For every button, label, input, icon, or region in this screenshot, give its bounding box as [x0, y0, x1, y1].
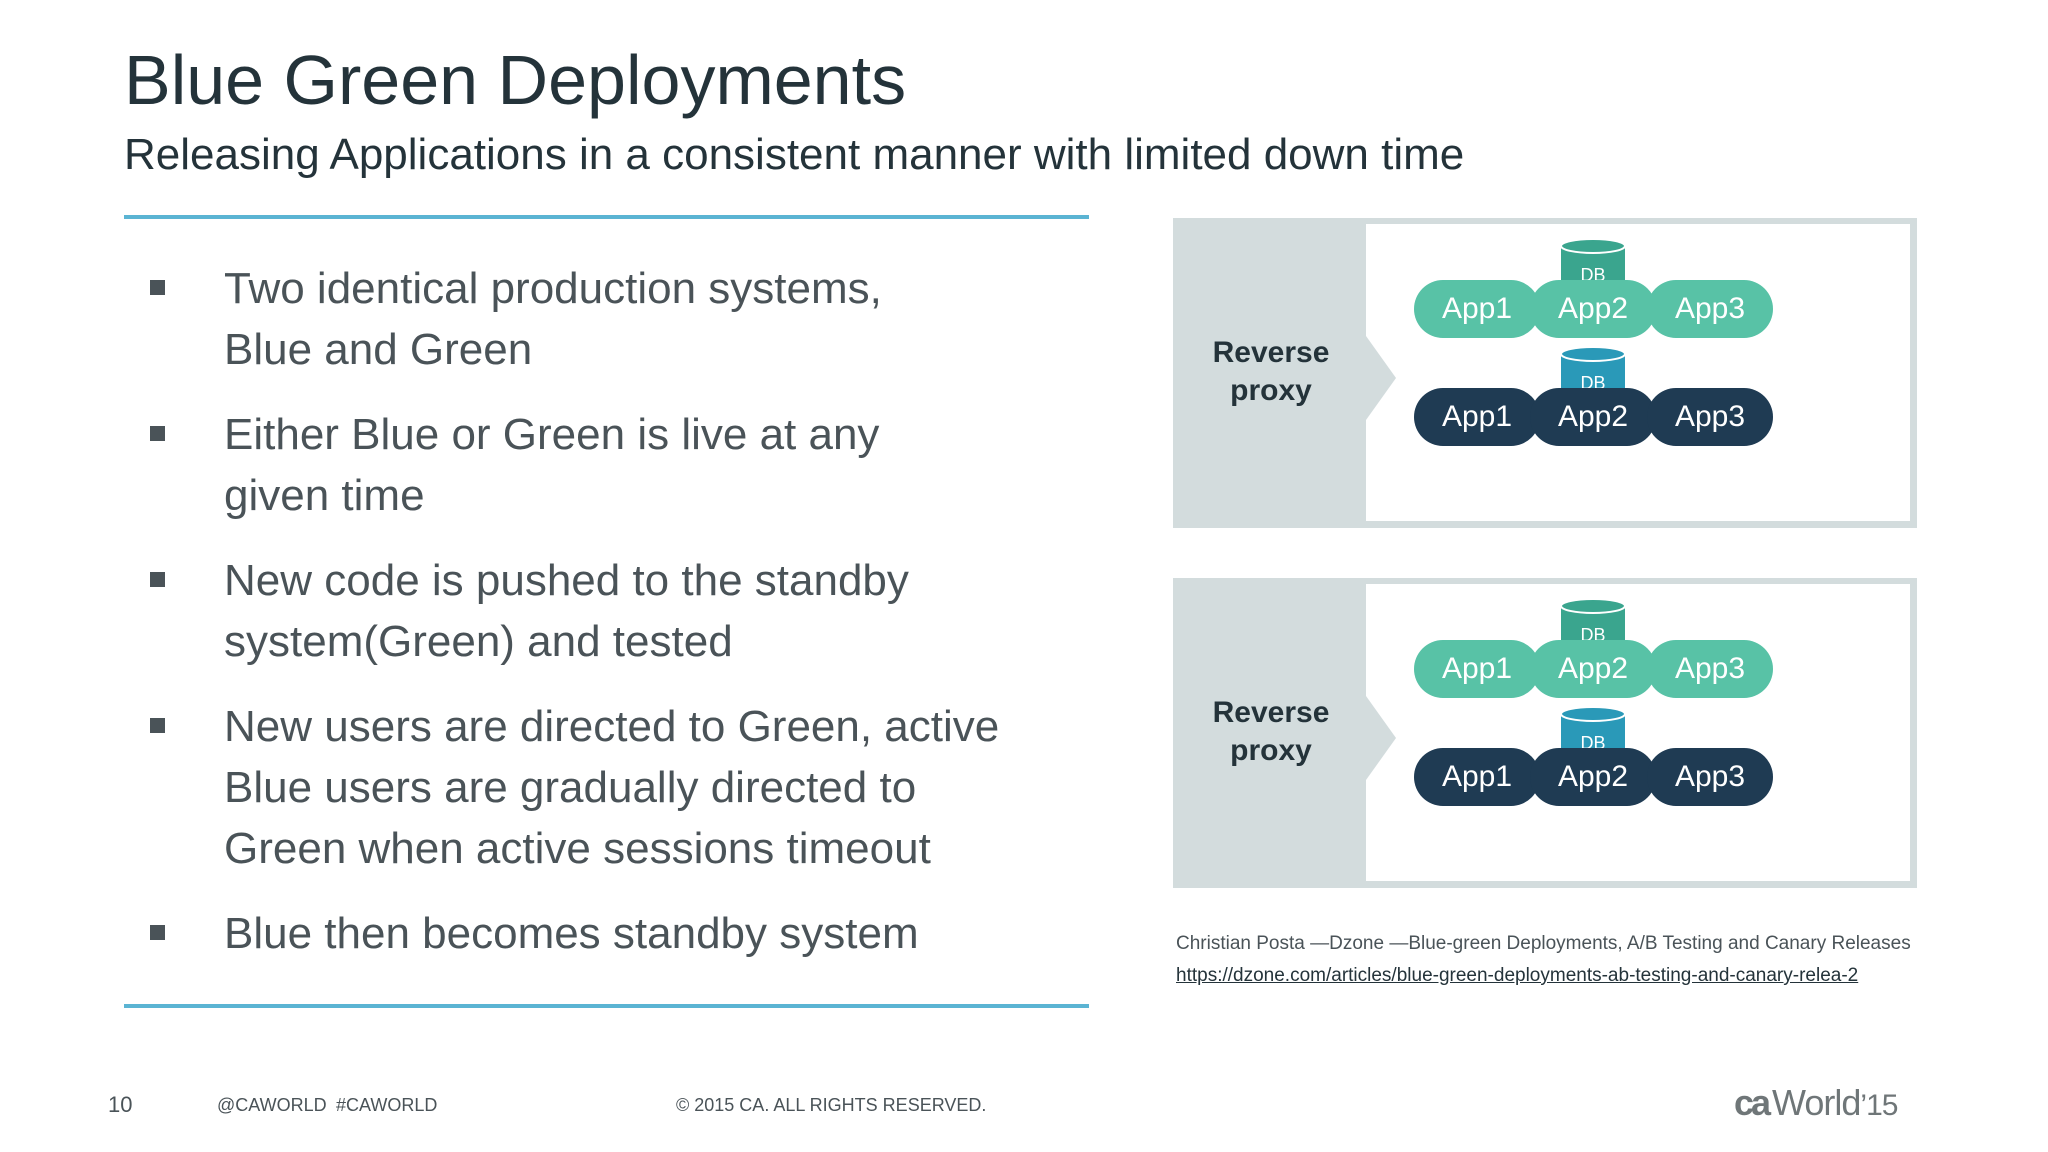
page-number: 10	[108, 1092, 133, 1117]
bullet-item: Blue then becomes standby system	[150, 903, 1090, 964]
bullet-square-icon	[150, 426, 165, 441]
blue-app-node: App1	[1414, 748, 1540, 806]
bullet-item: Either Blue or Green is live at any given…	[150, 404, 1090, 526]
reverse-proxy-label-line2: proxy	[1230, 734, 1312, 767]
green-app-node: App2	[1530, 640, 1656, 698]
reverse-proxy-label: Reverse proxy	[1173, 334, 1369, 410]
bullet-line: Either Blue or Green is live at any	[224, 410, 880, 459]
reverse-proxy-label-line1: Reverse	[1212, 696, 1330, 729]
reverse-proxy-label-line2: proxy	[1230, 374, 1312, 407]
green-app-node: App2	[1530, 280, 1656, 338]
citation-text: Christian Posta —Dzone —Blue-green Deplo…	[1176, 933, 1911, 954]
proxy-arrow-icon	[1366, 696, 1396, 780]
bullet-line: Blue and Green	[224, 325, 533, 374]
blue-app-node: App3	[1647, 388, 1773, 446]
reverse-proxy-label: Reverse proxy	[1173, 694, 1369, 770]
top-divider	[124, 215, 1089, 219]
bullet-item: Two identical production systems, Blue an…	[150, 258, 1090, 380]
bullet-line: system(Green) and tested	[224, 617, 733, 666]
slide-title: Blue Green Deployments	[124, 41, 907, 119]
footer-hashtag: #CAWORLD	[336, 1095, 438, 1115]
logo-ca-text: ca	[1734, 1082, 1771, 1123]
bullet-line: given time	[224, 471, 425, 520]
bullet-line: Blue users are gradually directed to	[224, 763, 917, 812]
green-app-node: App1	[1414, 280, 1540, 338]
bullet-square-icon	[150, 572, 165, 587]
reverse-proxy-label-line1: Reverse	[1212, 336, 1330, 369]
logo-year-text: ’15	[1860, 1089, 1898, 1122]
bullet-line: Blue then becomes standby system	[224, 909, 919, 958]
green-app-node: App3	[1647, 640, 1773, 698]
proxy-arrow-icon	[1366, 336, 1396, 420]
citation-link[interactable]: https://dzone.com/articles/blue-green-de…	[1176, 965, 1859, 986]
bullet-square-icon	[150, 280, 165, 295]
footer-copyright: © 2015 CA. ALL RIGHTS RESERVED.	[676, 1095, 987, 1115]
blue-app-node: App2	[1530, 388, 1656, 446]
bullet-line: New users are directed to Green, active	[224, 702, 1000, 751]
bullet-line: Two identical production systems,	[224, 264, 882, 313]
bottom-divider	[124, 1004, 1089, 1008]
bullet-list: Two identical production systems, Blue an…	[150, 258, 1090, 988]
blue-app-node: App3	[1647, 748, 1773, 806]
logo-world-text: World	[1772, 1082, 1861, 1123]
bullet-square-icon	[150, 718, 165, 733]
bullet-item: New code is pushed to the standby system(…	[150, 550, 1090, 672]
green-app-node: App1	[1414, 640, 1540, 698]
bullet-line: Green when active sessions timeout	[224, 824, 931, 873]
blue-app-node: App1	[1414, 388, 1540, 446]
footer-handle: @CAWORLD	[217, 1095, 327, 1115]
slide-subtitle: Releasing Applications in a consistent m…	[124, 130, 1465, 179]
bullet-square-icon	[150, 925, 165, 940]
bullet-line: New code is pushed to the standby	[224, 556, 909, 605]
green-app-node: App3	[1647, 280, 1773, 338]
blue-app-node: App2	[1530, 748, 1656, 806]
